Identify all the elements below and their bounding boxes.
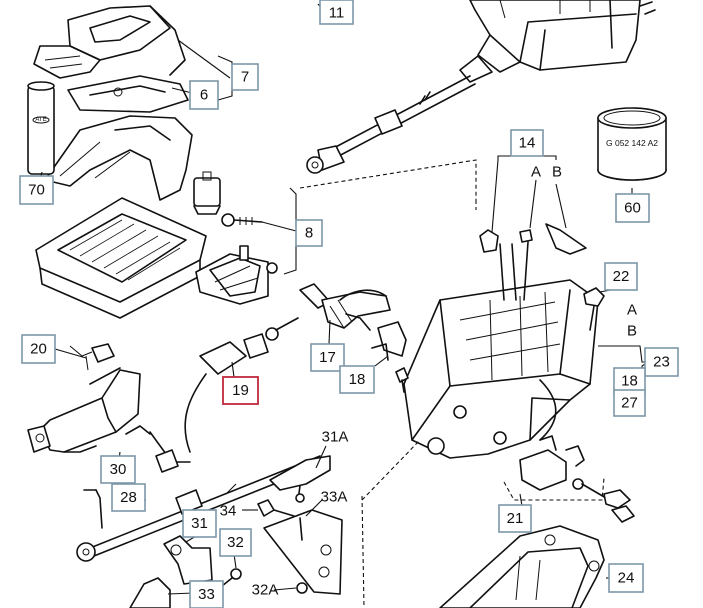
svg-text:14: 14	[519, 135, 536, 152]
svg-text:8: 8	[305, 225, 313, 242]
callout-27: 27	[613, 389, 646, 417]
callout-33: 33	[189, 580, 224, 608]
base-plate-part	[35, 197, 207, 319]
callout-31a: 31A	[322, 429, 349, 446]
svg-text:20: 20	[30, 341, 47, 358]
svg-text:28: 28	[120, 489, 137, 506]
grease-tube-label: G 052 142 A2	[606, 138, 658, 148]
svg-text:18: 18	[349, 371, 366, 388]
dashed-guide-upper	[299, 159, 477, 200]
dashed-guide-21	[503, 477, 605, 501]
support-bracket-33a	[263, 509, 343, 595]
svg-text:27: 27	[621, 395, 638, 412]
lock-cable-part	[149, 317, 299, 473]
screw-small	[221, 213, 263, 227]
switch-part	[519, 435, 635, 523]
gaiter-trim-part	[44, 115, 193, 201]
svg-text:11: 11	[329, 5, 345, 22]
retaining-clip-part	[371, 321, 407, 361]
lever-bracket-part	[195, 245, 278, 305]
svg-text:7: 7	[241, 69, 249, 86]
callout-32: 32	[219, 528, 252, 557]
ignition-lock-assembly	[27, 343, 151, 453]
callout-20: 20	[21, 334, 56, 364]
callout-70: 70	[19, 175, 54, 205]
label-34: 34	[220, 503, 237, 520]
bracket-31	[163, 535, 213, 585]
svg-text:22: 22	[613, 268, 630, 285]
callout-8: 8	[295, 219, 323, 247]
lubricant-canister: ATE	[27, 81, 55, 175]
label-32a: 32A	[252, 582, 279, 599]
callout-6: 6	[189, 80, 219, 110]
label-b-top: B	[552, 164, 562, 181]
callout-31: 31	[182, 509, 217, 538]
callout-24: 24	[608, 563, 644, 593]
label-a-right: A	[627, 302, 637, 319]
callout-22: 22	[604, 262, 638, 291]
screw-32	[221, 568, 242, 587]
svg-text:33A: 33A	[321, 489, 348, 506]
shift-boot-part	[33, 5, 186, 79]
callout-18: 18	[339, 365, 375, 394]
dashed-guide-lower	[361, 495, 365, 608]
callout-17: 17	[310, 343, 345, 372]
selector-housing-part	[469, 0, 656, 73]
callout-14: 14	[510, 129, 544, 157]
callout-28: 28	[111, 483, 146, 512]
label-a-top: A	[531, 164, 541, 181]
lever-part-33	[129, 577, 171, 608]
svg-text:70: 70	[28, 182, 45, 199]
screw-34	[257, 499, 295, 517]
callout-23: 23	[644, 347, 679, 377]
support-bracket-31a	[269, 455, 331, 503]
shift-lever-part	[299, 283, 391, 331]
svg-text:6: 6	[200, 87, 208, 104]
svg-text:ATE: ATE	[35, 117, 46, 123]
screw-32a	[296, 582, 308, 594]
label-b-right: B	[627, 323, 637, 340]
svg-text:33: 33	[198, 586, 215, 603]
svg-text:30: 30	[110, 461, 127, 478]
grease-tube-part: G 052 142 A2	[597, 107, 667, 181]
callout-33a: 33A	[321, 489, 348, 506]
svg-text:31A: 31A	[322, 429, 349, 446]
callout-11: 11	[319, 0, 354, 25]
svg-text:17: 17	[319, 349, 336, 366]
svg-text:19: 19	[232, 382, 249, 399]
hex-nut-part	[583, 287, 605, 331]
lock-cylinder-part	[193, 171, 221, 215]
svg-text:32: 32	[227, 534, 244, 551]
callout-19-highlighted: 19	[222, 376, 259, 405]
svg-text:23: 23	[653, 354, 670, 371]
callout-7: 7	[231, 63, 259, 91]
bottom-tray-part	[439, 525, 605, 608]
svg-text:31: 31	[191, 515, 208, 532]
callout-30: 30	[100, 455, 136, 484]
svg-text:24: 24	[618, 570, 635, 587]
svg-text:21: 21	[507, 510, 524, 527]
mounting-frame-part	[67, 75, 189, 113]
selector-mechanism-housing	[403, 223, 599, 459]
gearshift-cable-upper	[306, 55, 493, 174]
callout-21: 21	[498, 504, 532, 533]
callout-60: 60	[615, 193, 650, 223]
svg-text:60: 60	[624, 200, 641, 217]
pin-part	[395, 367, 409, 393]
svg-text:18: 18	[621, 373, 638, 390]
